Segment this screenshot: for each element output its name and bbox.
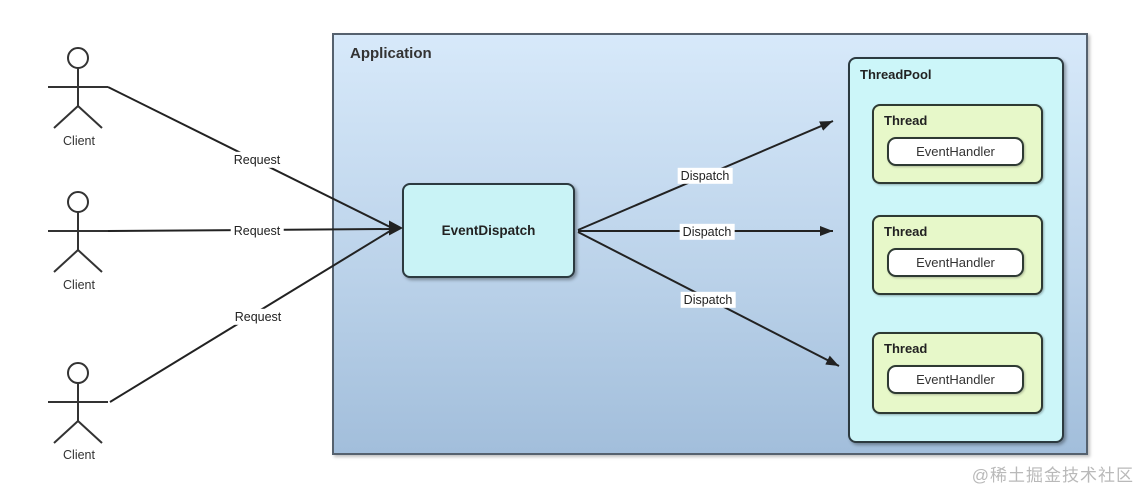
request-edge-label: Request [230, 222, 284, 240]
thread-pool-title: ThreadPool [860, 67, 932, 82]
event-handler-node: EventHandler [887, 365, 1024, 394]
client-label: Client [63, 278, 95, 292]
client-actor-icon [48, 362, 108, 444]
watermark: @稀土掘金技术社区 [971, 466, 1134, 485]
thread-pool-container: ThreadPool Thread EventHandler Thread Ev… [848, 57, 1064, 443]
request-edge-label: Request [230, 151, 284, 169]
client-actor-icon [48, 47, 108, 129]
dispatch-edge-label: Dispatch [679, 223, 735, 241]
event-dispatch-node: EventDispatch [402, 183, 575, 278]
thread-node: Thread EventHandler [872, 332, 1043, 414]
thread-node: Thread EventHandler [872, 215, 1043, 295]
event-handler-node: EventHandler [887, 137, 1024, 166]
dispatch-edge-label: Dispatch [680, 291, 736, 309]
thread-label: Thread [884, 113, 928, 128]
client-label: Client [63, 134, 95, 148]
client-actor-icon [48, 191, 108, 273]
dispatch-edge-label: Dispatch [677, 167, 733, 185]
thread-label: Thread [884, 341, 928, 356]
client-label: Client [63, 448, 95, 462]
event-handler-node: EventHandler [887, 248, 1024, 277]
thread-label: Thread [884, 224, 928, 239]
request-edge-label: Request [231, 308, 285, 326]
application-title: Application [350, 45, 432, 62]
thread-node: Thread EventHandler [872, 104, 1043, 184]
